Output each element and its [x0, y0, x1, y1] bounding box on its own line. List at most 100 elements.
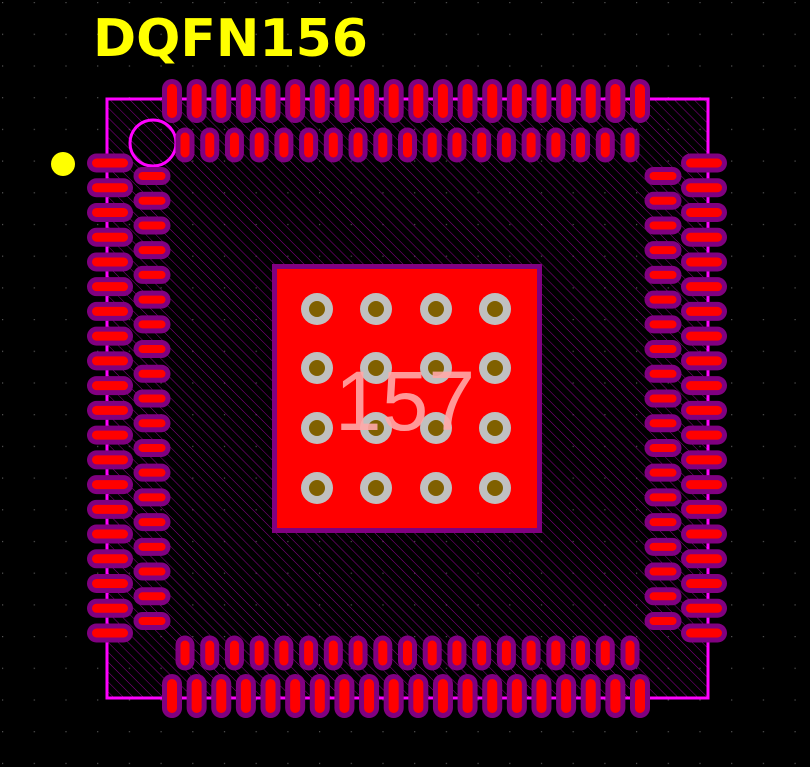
pad-right-outer[interactable]	[681, 499, 727, 519]
pad-left-outer[interactable]	[87, 623, 133, 643]
pad-left-outer[interactable]	[87, 301, 133, 321]
thermal-via[interactable]	[360, 472, 392, 504]
pad-bottom-inner[interactable]	[373, 635, 393, 671]
pad-right-outer[interactable]	[681, 227, 727, 247]
pad-left-outer[interactable]	[87, 549, 133, 569]
pad-bottom-inner[interactable]	[546, 635, 566, 671]
pad-top-outer[interactable]	[309, 79, 330, 123]
pad-top-outer[interactable]	[457, 79, 478, 123]
pad-top-outer[interactable]	[285, 79, 306, 123]
pad-left-inner[interactable]	[133, 167, 171, 185]
pad-top-inner[interactable]	[348, 127, 368, 163]
pad-right-inner[interactable]	[644, 364, 682, 383]
pad-left-outer[interactable]	[87, 202, 133, 222]
pad-right-inner[interactable]	[644, 587, 682, 606]
pad-right-inner[interactable]	[644, 488, 682, 507]
pad-bottom-outer[interactable]	[432, 674, 453, 718]
pad-bottom-outer[interactable]	[531, 674, 552, 718]
pad-left-inner[interactable]	[133, 587, 171, 606]
thermal-via[interactable]	[479, 352, 511, 384]
pad-bottom-outer[interactable]	[408, 674, 429, 718]
pad-right-outer[interactable]	[681, 153, 727, 173]
pad-right-inner[interactable]	[644, 340, 682, 359]
pad-right-outer[interactable]	[681, 178, 727, 198]
pad-left-outer[interactable]	[87, 178, 133, 198]
pad-bottom-outer[interactable]	[506, 674, 527, 718]
thermal-via[interactable]	[420, 352, 452, 384]
pad-right-outer[interactable]	[681, 475, 727, 495]
pad-left-inner[interactable]	[133, 315, 171, 334]
thermal-via[interactable]	[420, 472, 452, 504]
pad-bottom-inner[interactable]	[299, 635, 319, 671]
pad-left-outer[interactable]	[87, 252, 133, 272]
pad-bottom-outer[interactable]	[556, 674, 577, 718]
pad-right-outer[interactable]	[681, 376, 727, 396]
pad-top-inner[interactable]	[373, 127, 393, 163]
pad-right-inner[interactable]	[644, 537, 682, 556]
pad-bottom-inner[interactable]	[447, 635, 467, 671]
pad-bottom-inner[interactable]	[571, 635, 591, 671]
pad-left-outer[interactable]	[87, 400, 133, 420]
pad-left-inner[interactable]	[133, 265, 171, 284]
pad-right-outer[interactable]	[681, 598, 727, 618]
thermal-via[interactable]	[360, 412, 392, 444]
pad-bottom-inner[interactable]	[274, 635, 294, 671]
pad-right-outer[interactable]	[681, 301, 727, 321]
pad-bottom-outer[interactable]	[359, 674, 380, 718]
pad-bottom-outer[interactable]	[580, 674, 601, 718]
pad-right-inner[interactable]	[644, 191, 682, 210]
pad-right-inner[interactable]	[644, 562, 682, 581]
pad-top-inner[interactable]	[299, 127, 319, 163]
pad-top-outer[interactable]	[506, 79, 527, 123]
pad-left-outer[interactable]	[87, 326, 133, 346]
pad-bottom-outer[interactable]	[162, 674, 182, 718]
pad-bottom-inner[interactable]	[200, 635, 220, 671]
pad-bottom-outer[interactable]	[309, 674, 330, 718]
pad-right-inner[interactable]	[644, 265, 682, 284]
pad-right-outer[interactable]	[681, 202, 727, 222]
pad-top-outer[interactable]	[432, 79, 453, 123]
pad-top-inner[interactable]	[224, 127, 244, 163]
thermal-via[interactable]	[420, 293, 452, 325]
pad-right-outer[interactable]	[681, 400, 727, 420]
pad-left-outer[interactable]	[87, 351, 133, 371]
pad-top-inner[interactable]	[447, 127, 467, 163]
pad-top-inner[interactable]	[620, 127, 640, 163]
pad-top-inner[interactable]	[274, 127, 294, 163]
pad-bottom-outer[interactable]	[383, 674, 404, 718]
pad-right-outer[interactable]	[681, 326, 727, 346]
pad-top-outer[interactable]	[605, 79, 626, 123]
thermal-via[interactable]	[479, 412, 511, 444]
pad-left-inner[interactable]	[133, 340, 171, 359]
pad-bottom-inner[interactable]	[496, 635, 516, 671]
pad-top-outer[interactable]	[359, 79, 380, 123]
thermal-via[interactable]	[479, 293, 511, 325]
pad-right-inner[interactable]	[644, 315, 682, 334]
thermal-via[interactable]	[360, 352, 392, 384]
pad-right-inner[interactable]	[644, 167, 682, 185]
pad-top-inner[interactable]	[398, 127, 417, 163]
pad-bottom-outer[interactable]	[630, 674, 650, 718]
pad-top-inner[interactable]	[521, 127, 541, 163]
pad-right-outer[interactable]	[681, 524, 727, 544]
pad-top-outer[interactable]	[630, 79, 650, 123]
pad-left-inner[interactable]	[133, 241, 171, 260]
pad-left-outer[interactable]	[87, 475, 133, 495]
pad-right-inner[interactable]	[644, 513, 682, 532]
pad-right-inner[interactable]	[644, 389, 682, 408]
pad-left-inner[interactable]	[133, 191, 171, 210]
pad-bottom-inner[interactable]	[620, 635, 640, 671]
pad-right-outer[interactable]	[681, 351, 727, 371]
pad-bottom-outer[interactable]	[235, 674, 256, 718]
pad-top-outer[interactable]	[408, 79, 429, 123]
pad-left-outer[interactable]	[87, 499, 133, 519]
pad-top-outer[interactable]	[556, 79, 577, 123]
pad-top-inner[interactable]	[571, 127, 591, 163]
pad-left-outer[interactable]	[87, 153, 133, 173]
pad-top-outer[interactable]	[531, 79, 552, 123]
pad-top-outer[interactable]	[235, 79, 256, 123]
pad-top-outer[interactable]	[186, 79, 207, 123]
pad-bottom-inner[interactable]	[595, 635, 615, 671]
thermal-via[interactable]	[301, 293, 333, 325]
pad-left-inner[interactable]	[133, 463, 171, 482]
